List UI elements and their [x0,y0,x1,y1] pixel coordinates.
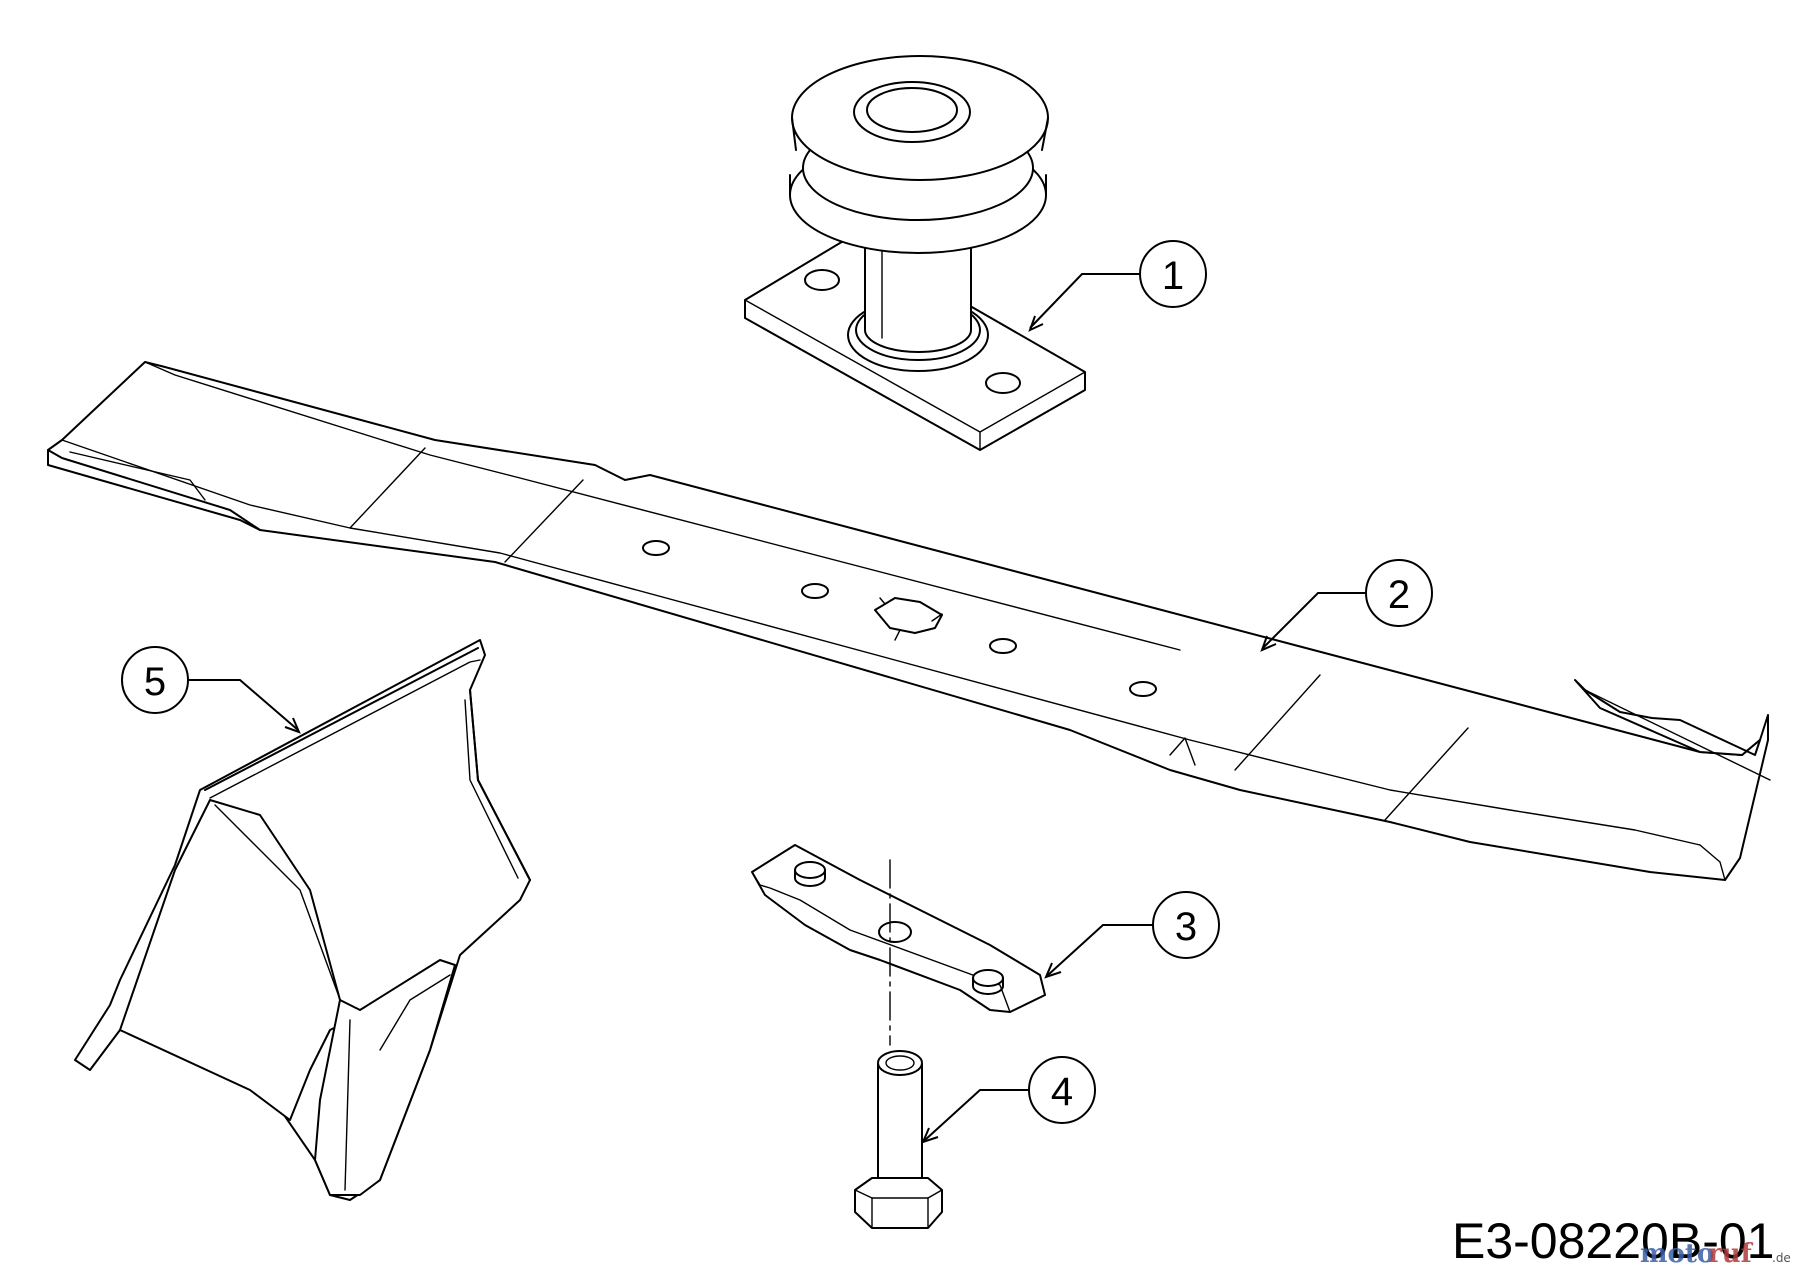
callout-4: 4 [921,1056,1096,1144]
drawing-code: E3-08220B-01 [1452,1213,1774,1269]
callout-1: 1 [1028,240,1207,332]
blade-adapter-part [751,844,1046,1046]
mulch-plug-part [74,639,531,1201]
callout-4-number: 4 [1051,1070,1073,1114]
watermark-part-a: moto [1640,1239,1714,1269]
callout-2-number: 2 [1388,573,1410,617]
watermark-part-b: ruf [1708,1239,1754,1269]
callout-1-number: 1 [1162,254,1184,298]
callout-3-number: 3 [1175,905,1197,949]
callout-5: 5 [121,646,301,734]
watermark-logo: moto ruf .de [1640,1239,1791,1269]
mower-blade-part [47,361,1771,881]
spindle-bolt-part [854,1050,943,1229]
callout-5-number: 5 [144,660,166,704]
callout-2: 2 [1260,559,1433,652]
callout-3: 3 [1044,891,1220,979]
spindle-pulley-part [744,55,1086,451]
watermark-suffix: .de [1772,1251,1791,1265]
